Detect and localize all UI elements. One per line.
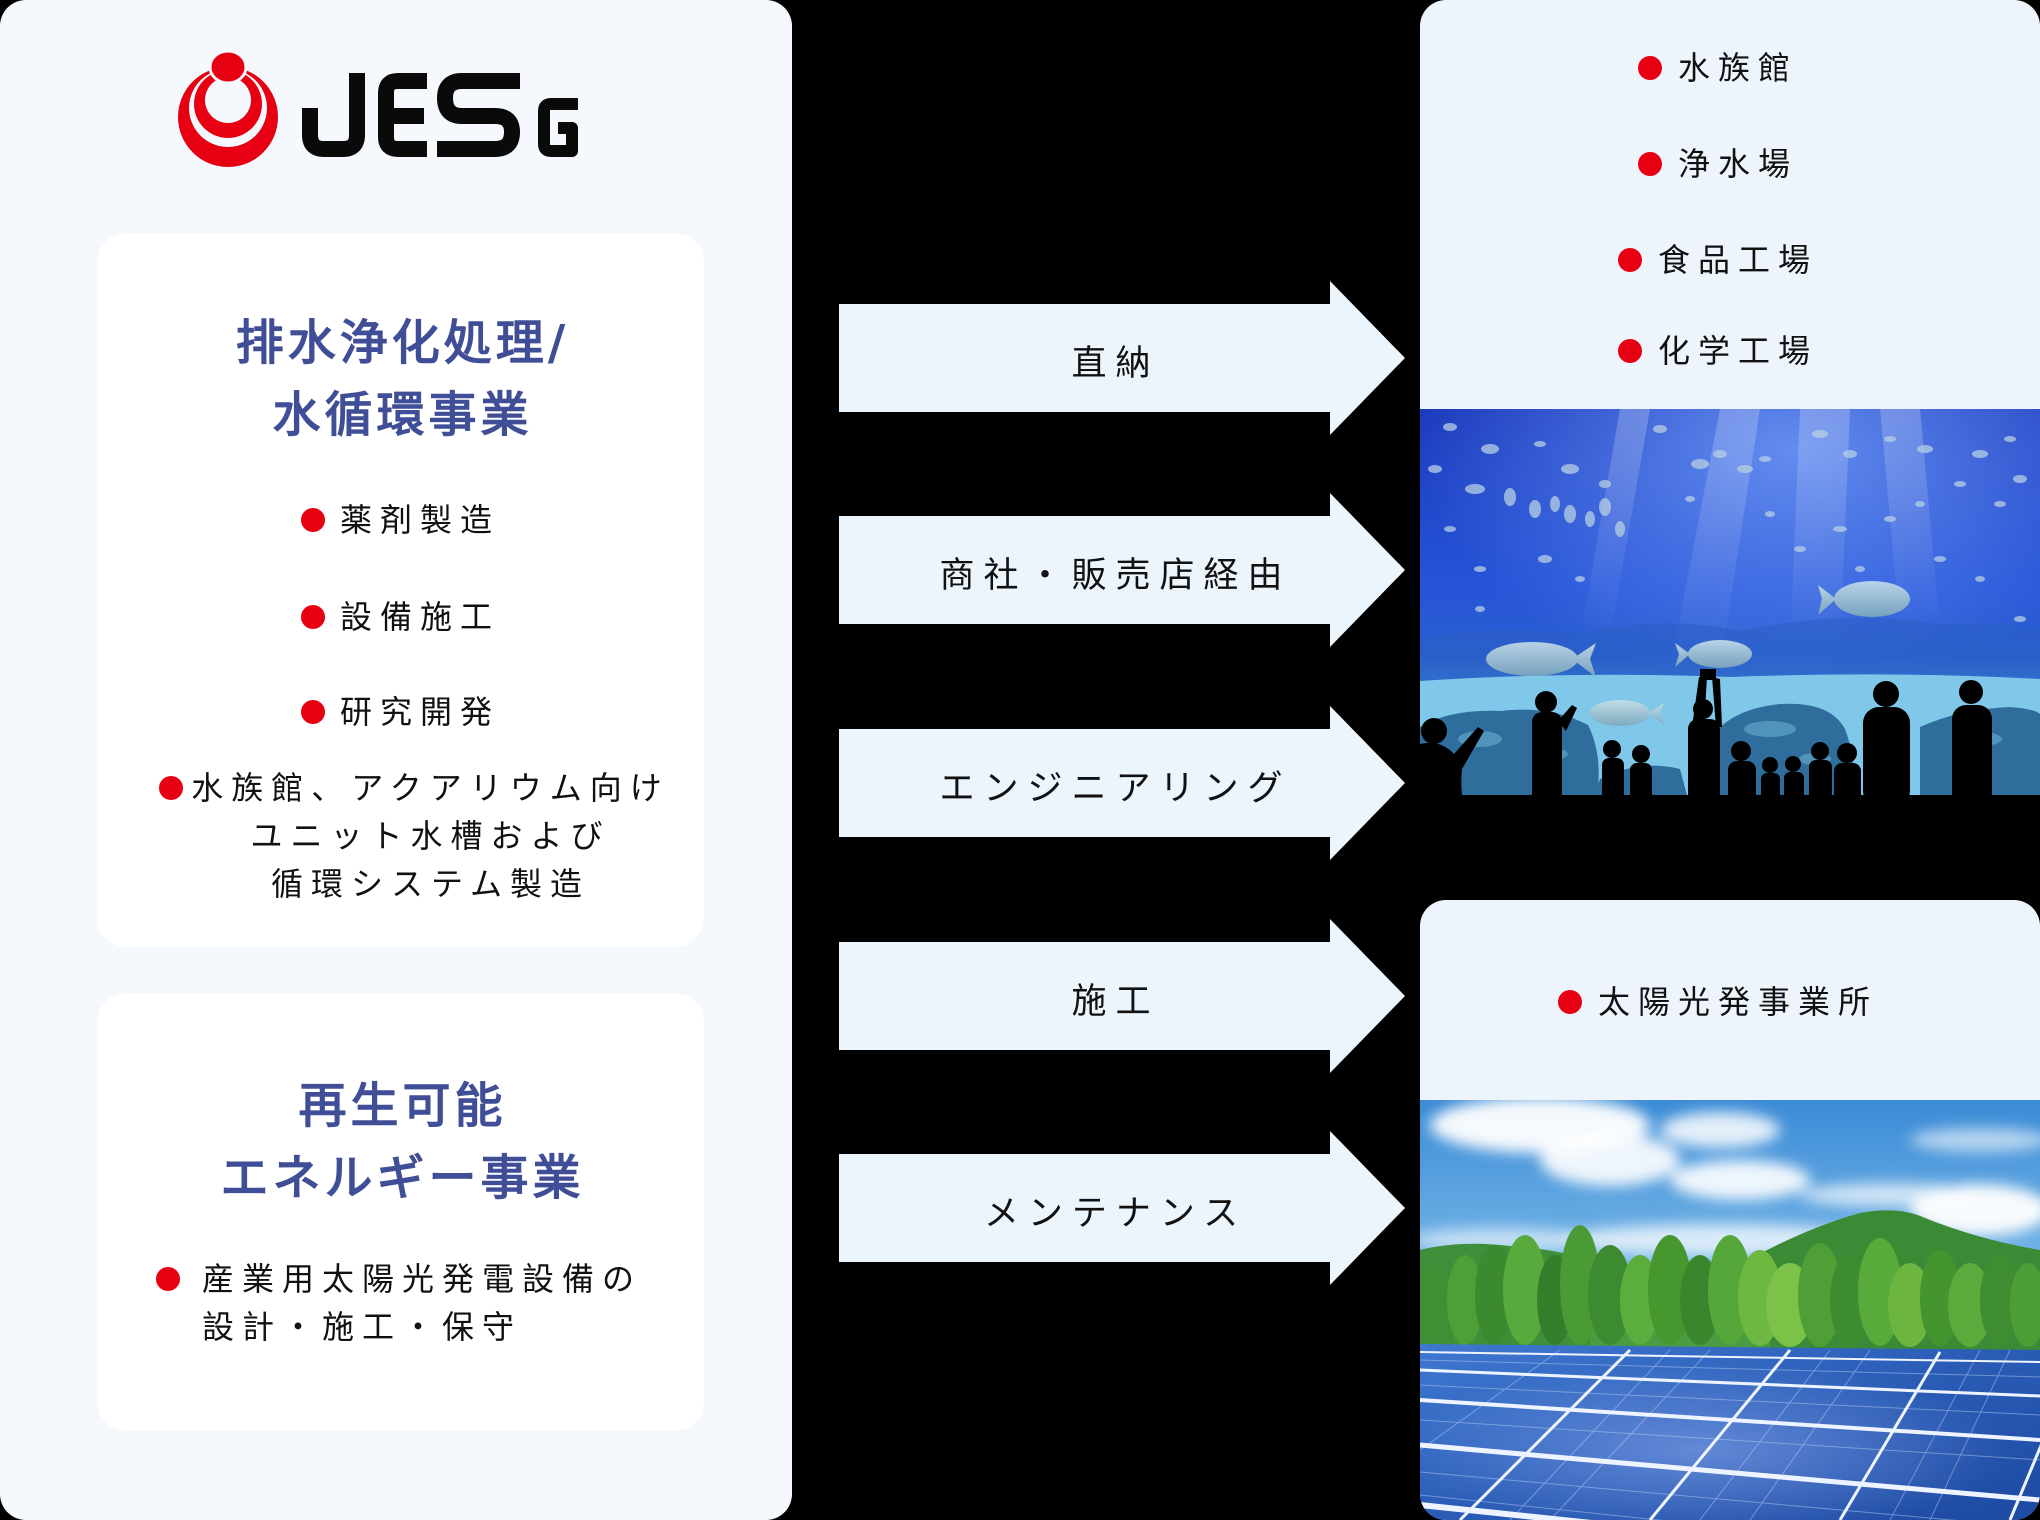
segment-item-line: ユニット水槽および xyxy=(250,817,611,855)
segment-item: 研究開発 xyxy=(97,692,704,732)
segment-title: 再生可能 エネルギー事業 xyxy=(97,1070,704,1214)
arrow-right-icon xyxy=(839,281,1405,435)
destination-item-label: 太陽光発事業所 xyxy=(1597,983,1878,1021)
logo-wordmark xyxy=(302,73,578,157)
segment-item-multiline: 水族館、アクアリウム向け ユニット水槽および 循環システム製造 xyxy=(157,764,704,908)
arrow-right-icon xyxy=(839,493,1405,647)
destination-item-label: 浄水場 xyxy=(1677,145,1798,183)
jesg-logo-icon xyxy=(178,49,578,167)
destination-item: 浄水場 xyxy=(1420,144,2016,184)
segment-item: 薬剤製造 xyxy=(97,500,704,540)
segment-item: 設備施工 xyxy=(97,597,704,637)
channel-arrow-distributor: 商社・販売店経由 xyxy=(839,493,1405,647)
destination-item: 食品工場 xyxy=(1420,240,2016,280)
bullet-dot-icon xyxy=(1637,152,1662,176)
channel-arrow-direct: 直納 xyxy=(839,281,1405,435)
destination-item-label: 水族館 xyxy=(1677,49,1798,87)
destination-item-label: 化学工場 xyxy=(1657,332,1818,370)
segment-title-line-2: 水循環事業 xyxy=(272,387,533,443)
channel-label: 施工 xyxy=(1071,981,1160,1022)
channel-label: メンテナンス xyxy=(983,1193,1248,1234)
destination-item: 水族館 xyxy=(1420,48,2016,88)
bullet-dot-icon xyxy=(156,1267,180,1291)
bullet-dot-icon xyxy=(300,508,325,532)
small-fish-school xyxy=(1428,423,2027,622)
bullet-dot-icon xyxy=(159,776,183,800)
arrow-right-icon xyxy=(839,706,1405,860)
channel-arrow-engineering: エンジニアリング xyxy=(839,706,1405,860)
destination-item: 化学工場 xyxy=(1420,331,2016,371)
bullet-dot-icon xyxy=(1557,990,1582,1014)
business-segments-panel: 排水浄化処理/ 水循環事業 薬剤製造 設備施工 研究開発 水族館、アクアリウム向… xyxy=(0,0,792,1520)
arrow-right-icon xyxy=(839,919,1405,1073)
segment-title-line-2: エネルギー事業 xyxy=(220,1150,585,1206)
destination-panel-solar: 太陽光発事業所 xyxy=(1420,900,2040,1520)
channel-label: 商社・販売店経由 xyxy=(939,555,1292,596)
channel-label: エンジニアリング xyxy=(939,768,1292,809)
segment-item-line: 循環システム製造 xyxy=(270,865,591,903)
bullet-dot-icon xyxy=(1617,248,1642,272)
large-fish xyxy=(1486,581,1910,726)
channel-arrow-maintenance: メンテナンス xyxy=(839,1131,1405,1285)
segment-title-line-1: 排水浄化処理/ xyxy=(235,315,570,371)
solar-panels xyxy=(1420,1344,2040,1520)
segment-item-line: 産業用太陽光発電設備の xyxy=(202,1260,643,1298)
segment-card-renewable-energy: 再生可能 エネルギー事業 産業用太陽光発電設備の 設計・施工・保守 xyxy=(97,993,704,1431)
channel-arrow-construction: 施工 xyxy=(839,919,1405,1073)
logo-ring-mark-icon xyxy=(178,49,278,167)
segment-item-line: 設計・施工・保守 xyxy=(202,1308,523,1346)
destination-item-label: 食品工場 xyxy=(1657,241,1818,279)
light-rays xyxy=(1580,409,1940,669)
segment-title: 排水浄化処理/ 水循環事業 xyxy=(97,307,704,451)
destination-panel-water: 水族館 浄水場 食品工場 化学工場 xyxy=(1420,0,2040,807)
channel-label: 直納 xyxy=(1071,343,1160,384)
bullet-dot-icon xyxy=(300,605,325,629)
aquarium-visitors-photo xyxy=(1420,409,2040,807)
destination-item: 太陽光発事業所 xyxy=(1420,982,2016,1022)
clouds xyxy=(1420,1100,2040,1256)
segment-item-label: 薬剤製造 xyxy=(339,501,500,539)
segment-item-label: 研究開発 xyxy=(339,693,500,731)
bullet-dot-icon xyxy=(300,700,325,724)
segment-title-line-1: 再生可能 xyxy=(298,1078,507,1134)
segment-item-line: 水族館、アクアリウム向け xyxy=(191,769,670,807)
bullet-dot-icon xyxy=(1617,339,1642,363)
arrow-right-icon xyxy=(839,1131,1405,1285)
company-logo xyxy=(170,40,590,180)
forest-trees xyxy=(1420,1225,2040,1347)
solar-farm-photo xyxy=(1420,1100,2040,1520)
segment-item-label: 設備施工 xyxy=(339,598,500,636)
bullet-dot-icon xyxy=(1637,56,1662,80)
segment-item-multiline: 産業用太陽光発電設備の 設計・施工・保守 xyxy=(202,1255,642,1351)
segment-card-water-treatment: 排水浄化処理/ 水循環事業 薬剤製造 設備施工 研究開発 水族館、アクアリウム向… xyxy=(97,233,704,947)
